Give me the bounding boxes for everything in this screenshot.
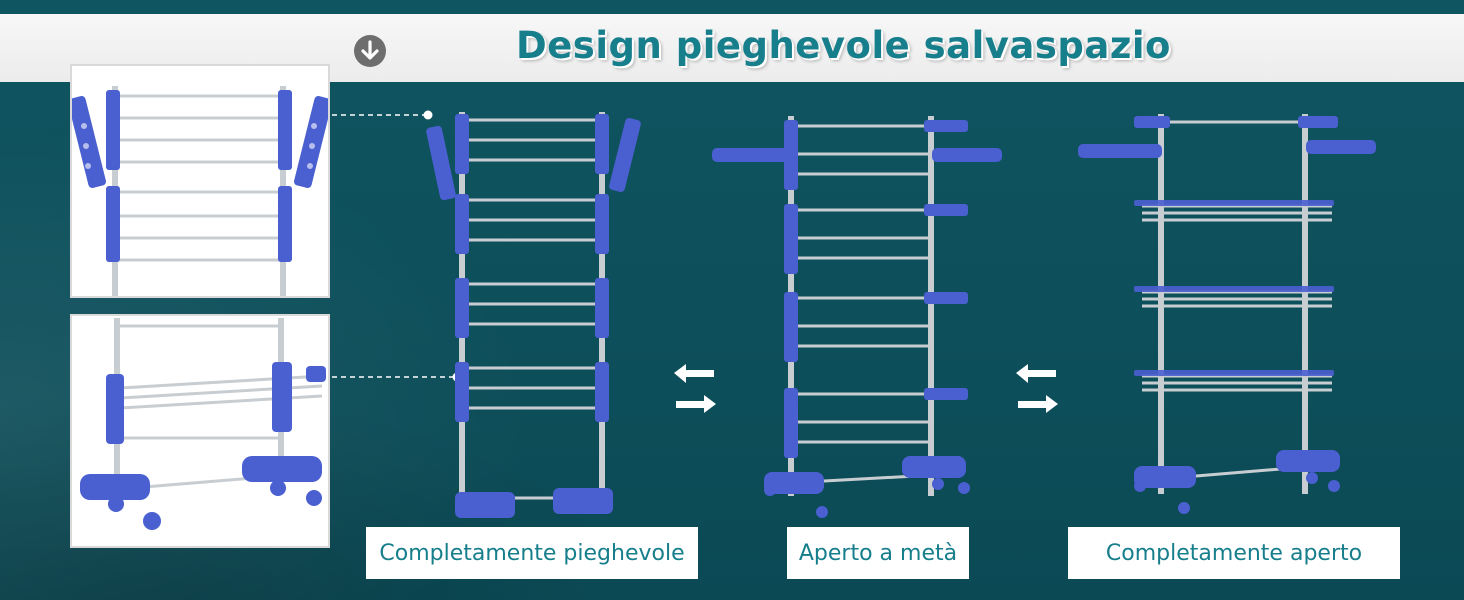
page-title: Design pieghevole salvaspazio bbox=[516, 24, 1171, 67]
top-band bbox=[0, 0, 1464, 14]
detail-image-base-wheels bbox=[70, 314, 330, 548]
rack-half-open bbox=[712, 116, 1002, 518]
rack-fully-folded bbox=[426, 112, 641, 518]
swap-arrows-icon bbox=[1016, 364, 1058, 413]
rack-fully-open bbox=[1078, 114, 1376, 514]
swap-arrows-icon bbox=[674, 364, 716, 413]
detail-image-folded-wings bbox=[70, 64, 330, 298]
label-fully-folded: Completamente pieghevole bbox=[366, 527, 698, 579]
chevron-down-circle-icon bbox=[354, 35, 386, 67]
label-fully-open: Completamente aperto bbox=[1068, 527, 1400, 579]
label-half-open: Aperto a metà bbox=[787, 527, 969, 579]
